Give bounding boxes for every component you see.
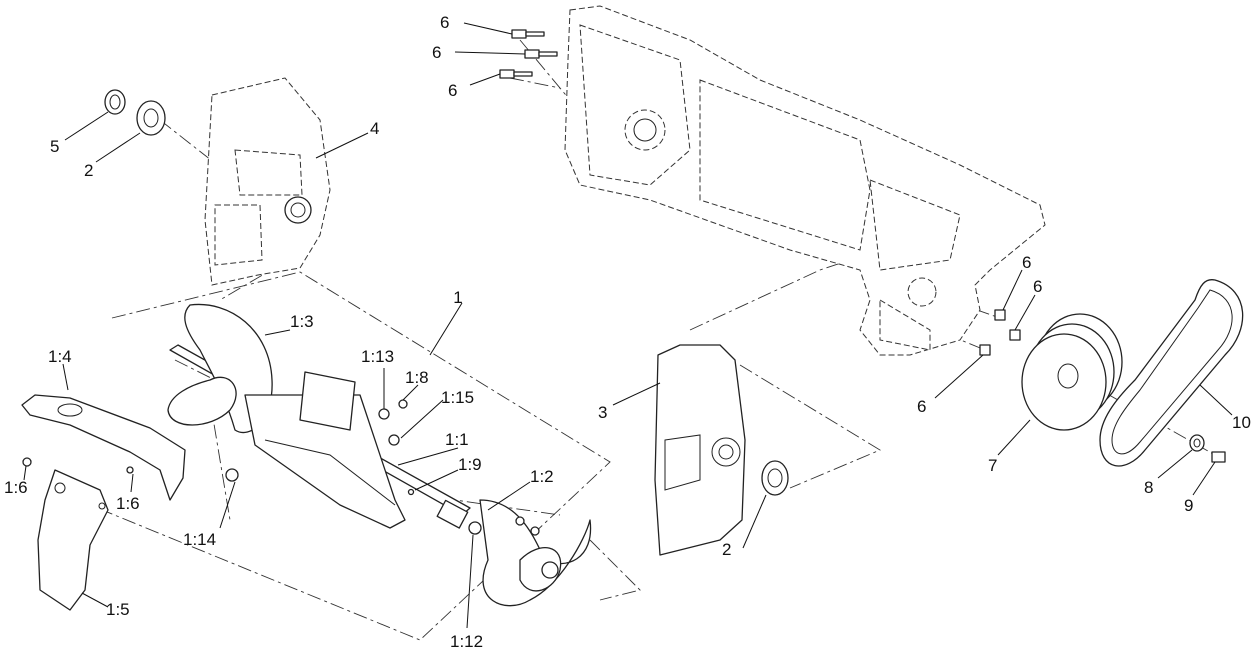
callout-6-top-2: 6 bbox=[432, 43, 441, 62]
callout-1-2: 1:2 bbox=[530, 467, 554, 486]
skid-shoe bbox=[21, 394, 186, 501]
side-plate-3 bbox=[654, 344, 746, 556]
callout-6-right-2: 6 bbox=[1033, 277, 1042, 296]
callout-6-top-1: 6 bbox=[440, 13, 449, 32]
leader-lines bbox=[23, 22, 1233, 629]
callout-2-lower: 2 bbox=[722, 540, 731, 559]
callout-8: 8 bbox=[1144, 478, 1153, 497]
bearing-upper bbox=[136, 100, 166, 136]
scraper-plate bbox=[22, 457, 109, 611]
callout-1-4: 1:4 bbox=[48, 347, 72, 366]
callout-1-14: 1:14 bbox=[183, 530, 216, 549]
callout-7: 7 bbox=[988, 456, 997, 475]
auger-assembly bbox=[167, 303, 592, 607]
callout-labels: 1 1:1 1:2 1:3 1:4 1:5 1:6 1:6 1:8 1:9 1:… bbox=[4, 13, 1251, 651]
callout-6-right-3: 6 bbox=[917, 397, 926, 416]
callout-2-upper: 2 bbox=[84, 161, 93, 180]
callout-1-12: 1:12 bbox=[450, 632, 483, 651]
callout-10: 10 bbox=[1232, 413, 1251, 432]
callout-1: 1 bbox=[453, 288, 462, 307]
callout-1-6-right: 1:6 bbox=[116, 494, 140, 513]
callout-1-1: 1:1 bbox=[445, 430, 469, 449]
washer bbox=[1189, 434, 1205, 452]
callout-1-5: 1:5 bbox=[106, 600, 130, 619]
callout-6-top-3: 6 bbox=[448, 81, 457, 100]
callout-9: 9 bbox=[1184, 496, 1193, 515]
bearing-lower bbox=[761, 460, 789, 496]
drive-belt bbox=[1099, 279, 1244, 467]
callout-3: 3 bbox=[598, 403, 607, 422]
callout-1-3: 1:3 bbox=[290, 312, 314, 331]
callout-1-15: 1:15 bbox=[441, 388, 474, 407]
callout-1-9: 1:9 bbox=[458, 455, 482, 474]
callout-5: 5 bbox=[50, 137, 59, 156]
callout-1-13: 1:13 bbox=[361, 347, 394, 366]
callout-4: 4 bbox=[370, 119, 379, 138]
retaining-ring bbox=[104, 89, 126, 115]
pulley bbox=[1021, 313, 1123, 431]
pulley-bolt bbox=[1211, 451, 1226, 463]
callout-1-8: 1:8 bbox=[405, 368, 429, 387]
callout-6-right-1: 6 bbox=[1022, 253, 1031, 272]
side-plate-4 bbox=[204, 77, 331, 286]
auger-housing bbox=[564, 5, 1046, 356]
callout-1-6-left: 1:6 bbox=[4, 478, 28, 497]
